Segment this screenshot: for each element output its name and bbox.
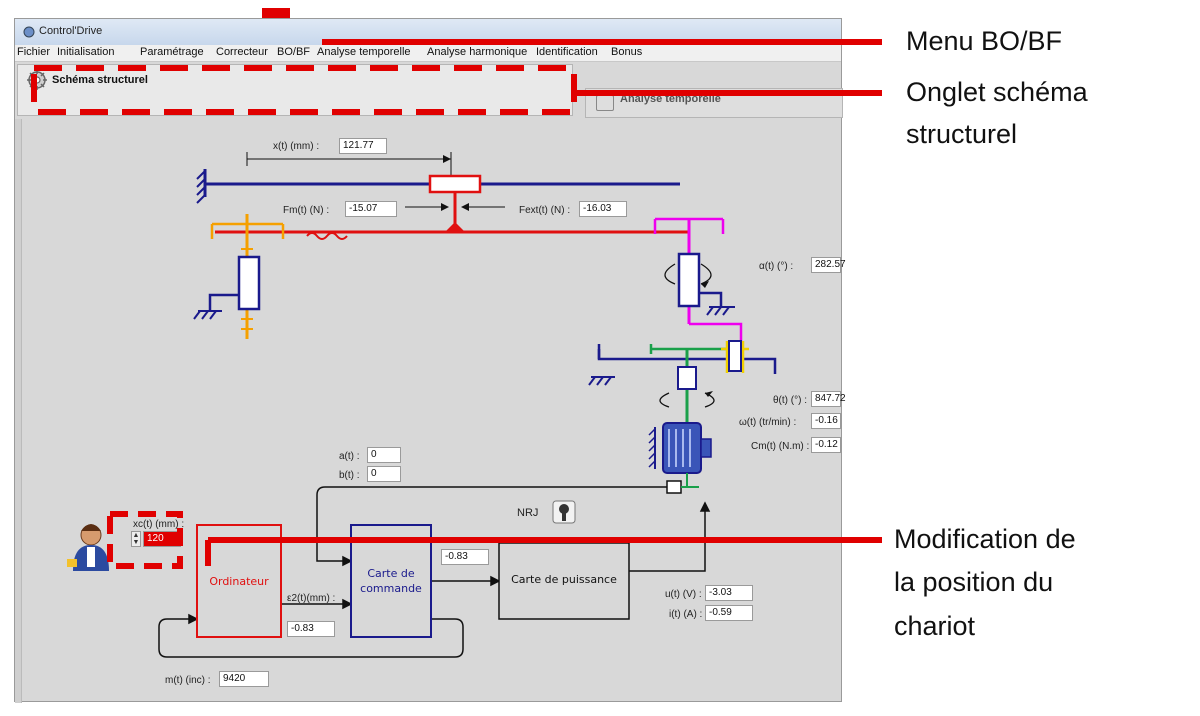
tab-schema-label: Schéma structurel <box>52 74 148 86</box>
annotation-menu: Menu BO/BF <box>906 26 1063 56</box>
alpha-label: α(t) (°) : <box>759 261 794 272</box>
tab-row: Schéma structurel Analyse temporelle <box>15 62 843 118</box>
carte-puissance-label: Carte de puissance <box>511 573 617 586</box>
m-label: m(t) (inc) : <box>165 675 211 686</box>
motor-icon <box>648 422 712 474</box>
xc-label: xc(t) (mm) : <box>133 519 185 530</box>
fm-value: -15.07 <box>345 201 397 217</box>
carte-commande-label-2: commande <box>360 582 422 595</box>
x-label: x(t) (mm) : <box>273 141 320 152</box>
omega-label: ω(t) (tr/min) : <box>739 417 797 428</box>
theta-value: 847.72 <box>811 391 846 407</box>
user-avatar <box>67 524 109 571</box>
carte-commande-block <box>350 524 432 638</box>
window-title: Control'Drive <box>39 25 103 37</box>
highlight-xc <box>107 511 183 569</box>
menu-parametrage[interactable]: Paramétrage <box>140 46 204 58</box>
u-label: u(t) (V) : <box>665 589 702 600</box>
belt-spring <box>306 232 348 240</box>
annotation-onglet-1: Onglet schéma <box>906 77 1088 107</box>
b-value: 0 <box>367 466 401 482</box>
structural-diagram <box>67 152 777 658</box>
app-window: Control'Drive Fichier Initialisation Par… <box>14 18 846 703</box>
menu-identification[interactable]: Identification <box>536 46 598 58</box>
omega-value: -0.16 <box>811 413 841 429</box>
annotation-modif-2: la position du <box>894 567 1054 597</box>
annotation-modif-3: chariot <box>894 611 976 641</box>
highlight-bo-bf <box>262 8 290 18</box>
menu-analyse-harmonique[interactable]: Analyse harmonique <box>427 46 528 58</box>
carte-puissance-block <box>498 542 630 620</box>
app-icon <box>23 26 35 38</box>
tab-schema-structurel[interactable]: Schéma structurel <box>17 64 573 116</box>
theta-label: θ(t) (°) : <box>773 395 807 406</box>
b-label: b(t) : <box>339 470 360 481</box>
annotation-onglet-2: structurel <box>906 119 1018 149</box>
i-label: i(t) (A) : <box>669 609 703 620</box>
command-output-value: -0.83 <box>441 549 489 565</box>
menu-bonus[interactable]: Bonus <box>611 46 643 58</box>
nrj-label: NRJ <box>517 507 539 519</box>
power-plug-icon <box>552 500 576 524</box>
a-label: a(t) : <box>339 451 360 462</box>
signal-lines <box>158 486 711 658</box>
carte-commande-label-1: Carte de <box>367 567 415 580</box>
menu-bo-bf[interactable]: BO/BF <box>277 46 311 58</box>
menu-fichier[interactable]: Fichier <box>17 46 51 58</box>
annotation-modif-1: Modification de <box>894 524 1076 554</box>
highlight-tab <box>31 65 577 115</box>
left-pulley <box>193 214 285 339</box>
u-value: -3.03 <box>705 585 753 601</box>
cm-value: -0.12 <box>811 437 841 453</box>
alpha-value: 282.57 <box>811 257 846 273</box>
x-value: 121.77 <box>339 138 387 154</box>
cm-label: Cm(t) (N.m) : <box>751 441 810 452</box>
fm-label: Fm(t) (N) : <box>283 205 330 216</box>
xc-spinner[interactable]: ▲▼ <box>131 531 141 547</box>
menu-initialisation[interactable]: Initialisation <box>57 46 115 58</box>
menu-correcteur[interactable]: Correcteur <box>216 46 268 58</box>
menu-analyse-temporelle[interactable]: Analyse temporelle <box>317 46 411 58</box>
fext-label: Fext(t) (N) : <box>519 205 571 216</box>
encoder <box>666 473 699 494</box>
a-value: 0 <box>367 447 401 463</box>
force-arrows <box>405 203 505 211</box>
left-scrollbar[interactable] <box>15 119 22 703</box>
i-value: -0.59 <box>705 605 753 621</box>
e2-value: -0.83 <box>287 621 335 637</box>
m-value: 9420 <box>219 671 269 687</box>
menu-bar: Fichier Initialisation Paramétrage Corre… <box>15 45 841 62</box>
ordinateur-label: Ordinateur <box>209 575 269 588</box>
fext-value: -16.03 <box>579 201 627 217</box>
e2-label: ε2(t)(mm) : <box>287 593 336 604</box>
